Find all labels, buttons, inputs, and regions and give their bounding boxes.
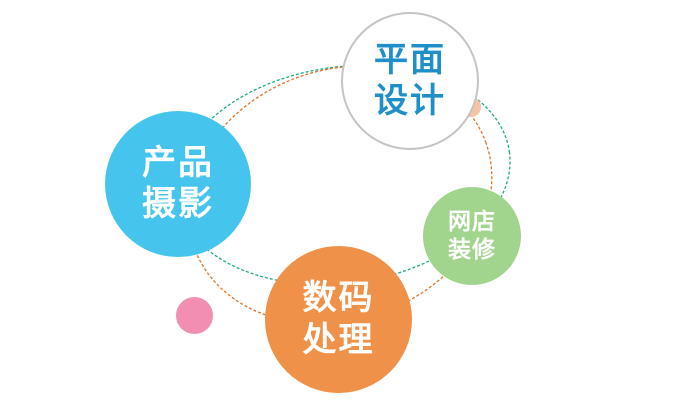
node-digital-processing-line2: 处理 [302,319,375,360]
node-graphic-design-line2: 设计 [374,81,446,121]
node-shop-decoration-line1: 网店 [448,208,496,235]
orbit-green-ellipse [175,64,511,286]
node-digital-processing[interactable]: 数码 处理 [265,246,412,393]
node-product-photography-line2: 摄影 [142,184,214,224]
node-graphic-design[interactable]: 平面 设计 [341,12,479,150]
node-product-photography-line1: 产品 [142,142,214,183]
accent-dot-pink [176,297,213,334]
node-shop-decoration-line2: 装修 [448,237,496,263]
node-shop-decoration[interactable]: 网店 装修 [423,187,521,285]
node-digital-processing-line1: 数码 [302,278,375,319]
node-graphic-design-line1: 平面 [374,39,446,80]
node-product-photography[interactable]: 产品 摄影 [105,111,251,257]
